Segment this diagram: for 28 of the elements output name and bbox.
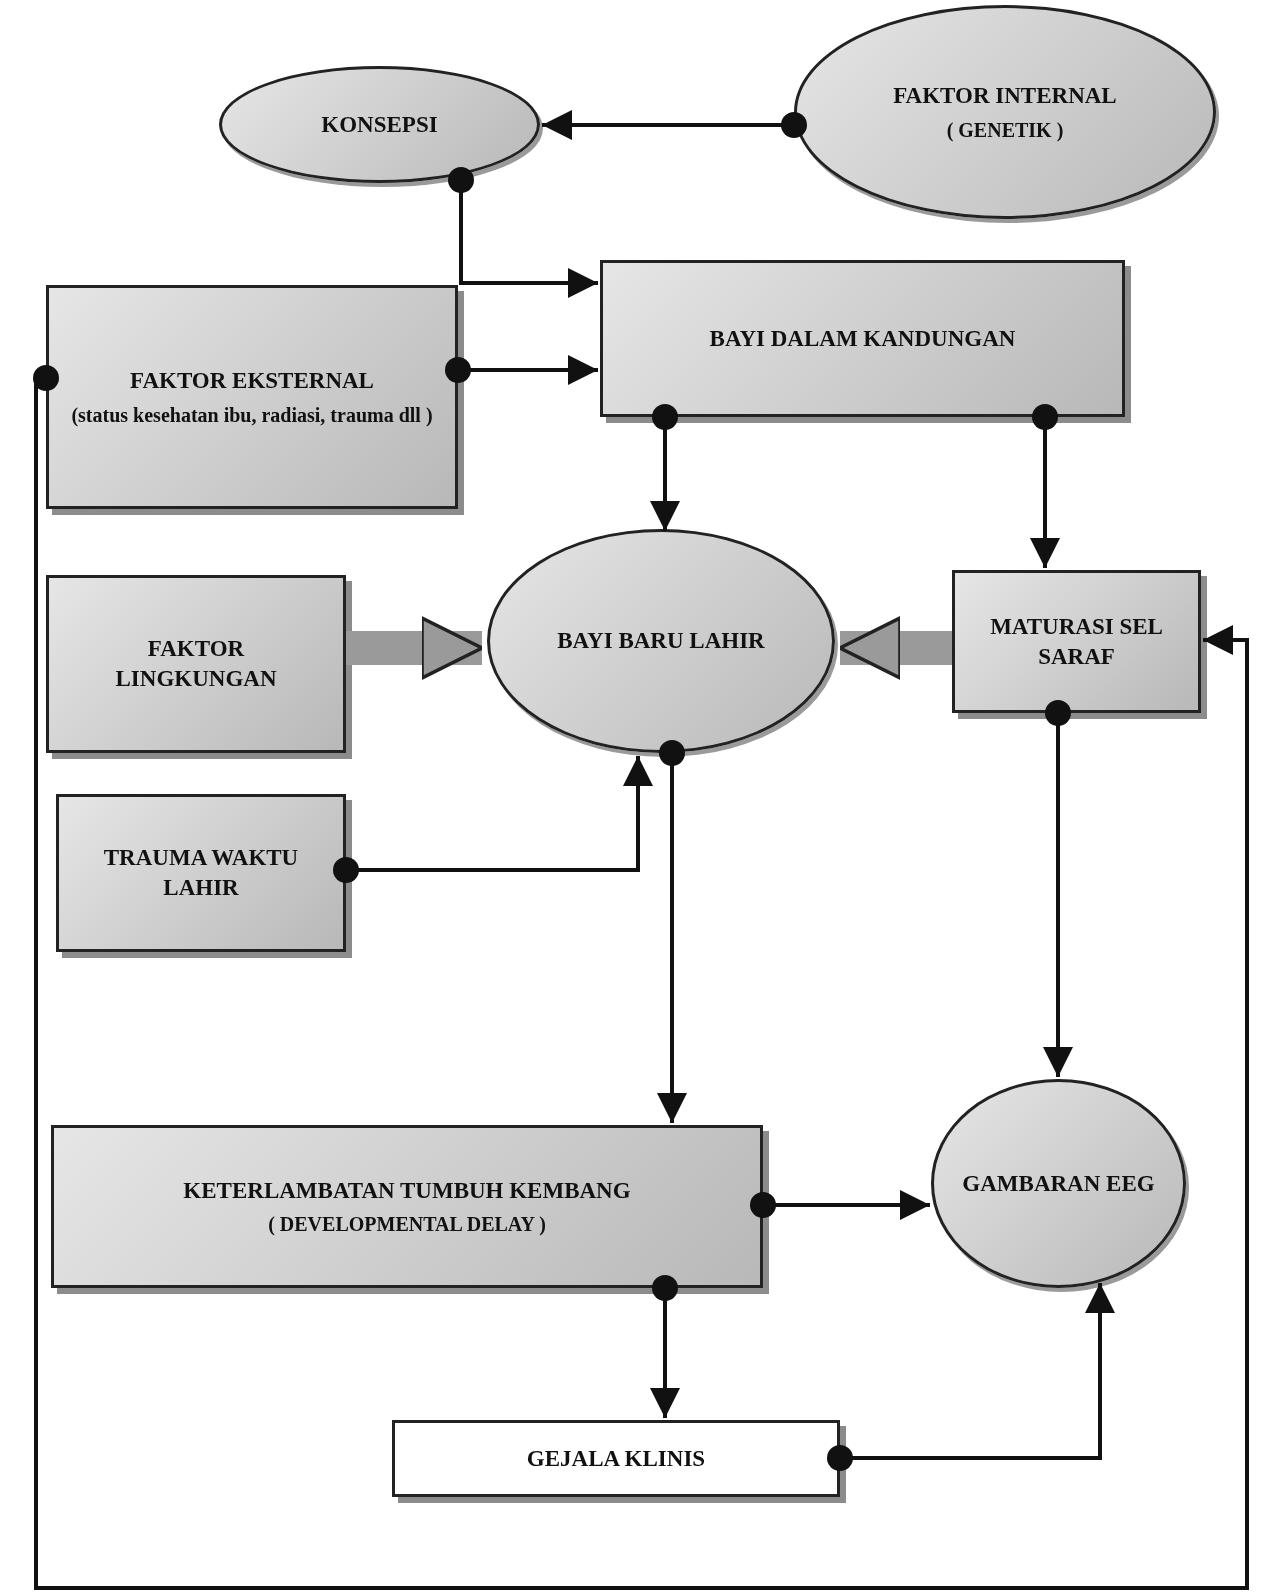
- node-label: ( DEVELOPMENTAL DELAY ): [268, 1212, 546, 1238]
- node-label: FAKTOR EKSTERNAL: [130, 367, 374, 396]
- node-label: FAKTOR INTERNAL: [893, 82, 1117, 111]
- node-label: MATURASI SEL SARAF: [989, 612, 1164, 671]
- arrow: [750, 1190, 930, 1220]
- node-label: TRAUMA WAKTU LAHIR: [102, 844, 300, 902]
- node-label: BAYI BARU LAHIR: [557, 627, 765, 656]
- arrow: [1030, 404, 1060, 568]
- node-label: KONSEPSI: [321, 110, 438, 139]
- block-arrow: [838, 616, 952, 680]
- node-label: KETERLAMBATAN TUMBUH KEMBANG: [183, 1176, 631, 1205]
- node-label: BAYI DALAM KANDUNGAN: [709, 324, 1016, 353]
- arrow: [657, 740, 687, 1123]
- node-label: ( GENETIK ): [946, 117, 1064, 143]
- node-label: FAKTOR LINGKUNGAN: [114, 635, 278, 693]
- block-arrow: [346, 616, 484, 680]
- arrow: [1043, 700, 1073, 1077]
- arrow: [448, 167, 598, 298]
- node-label: (status kesehatan ibu, radiasi, trauma dll ): [71, 402, 433, 428]
- arrow: [542, 110, 807, 140]
- arrow: [650, 404, 680, 531]
- arrow: [445, 355, 598, 385]
- node-label: GEJALA KLINIS: [526, 1444, 706, 1473]
- arrow: [333, 756, 653, 883]
- arrow: [827, 1283, 1115, 1471]
- arrow: [33, 365, 1249, 1590]
- node-label: GAMBARAN EEG: [962, 1169, 1155, 1198]
- arrow: [650, 1275, 680, 1418]
